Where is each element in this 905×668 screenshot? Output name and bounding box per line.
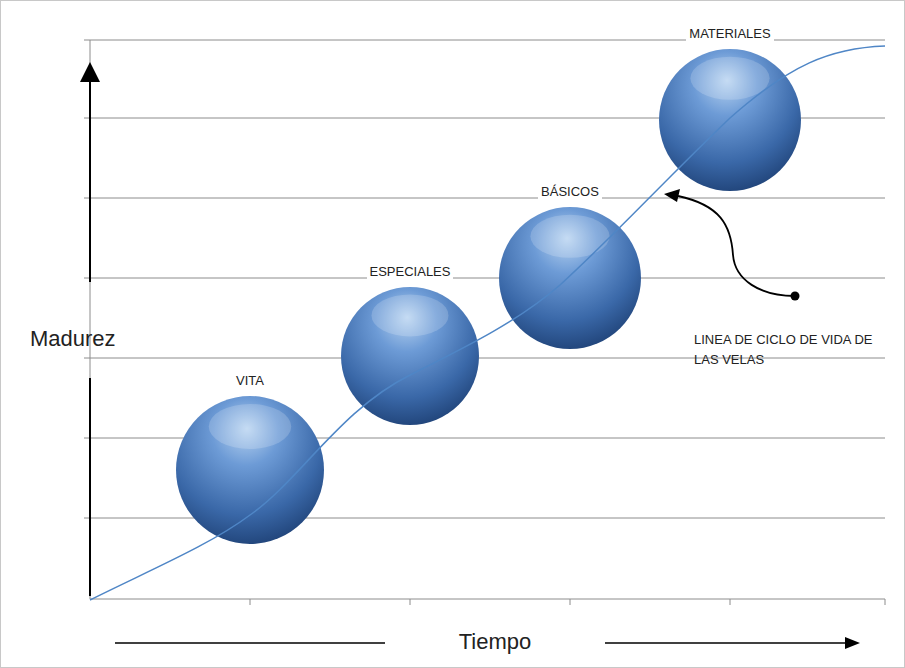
sphere-shape (340, 286, 480, 426)
sphere-label: BÁSICOS (538, 184, 602, 200)
callout-text: LINEA DE CICLO DE VIDA DE LAS VELAS (694, 330, 899, 370)
axis-title: Madurez (30, 326, 170, 352)
sphere-label: VITA (233, 373, 267, 389)
axis-title: Tiempo (395, 629, 595, 655)
sphere-node: VITA (175, 373, 325, 545)
sphere-label: MATERIALES (686, 26, 773, 42)
sphere-shape (658, 48, 802, 192)
sphere-node: ESPECIALES (340, 264, 480, 426)
sphere-shape (175, 395, 325, 545)
sphere-label: ESPECIALES (367, 264, 454, 280)
sphere-node: BÁSICOS (498, 184, 642, 350)
